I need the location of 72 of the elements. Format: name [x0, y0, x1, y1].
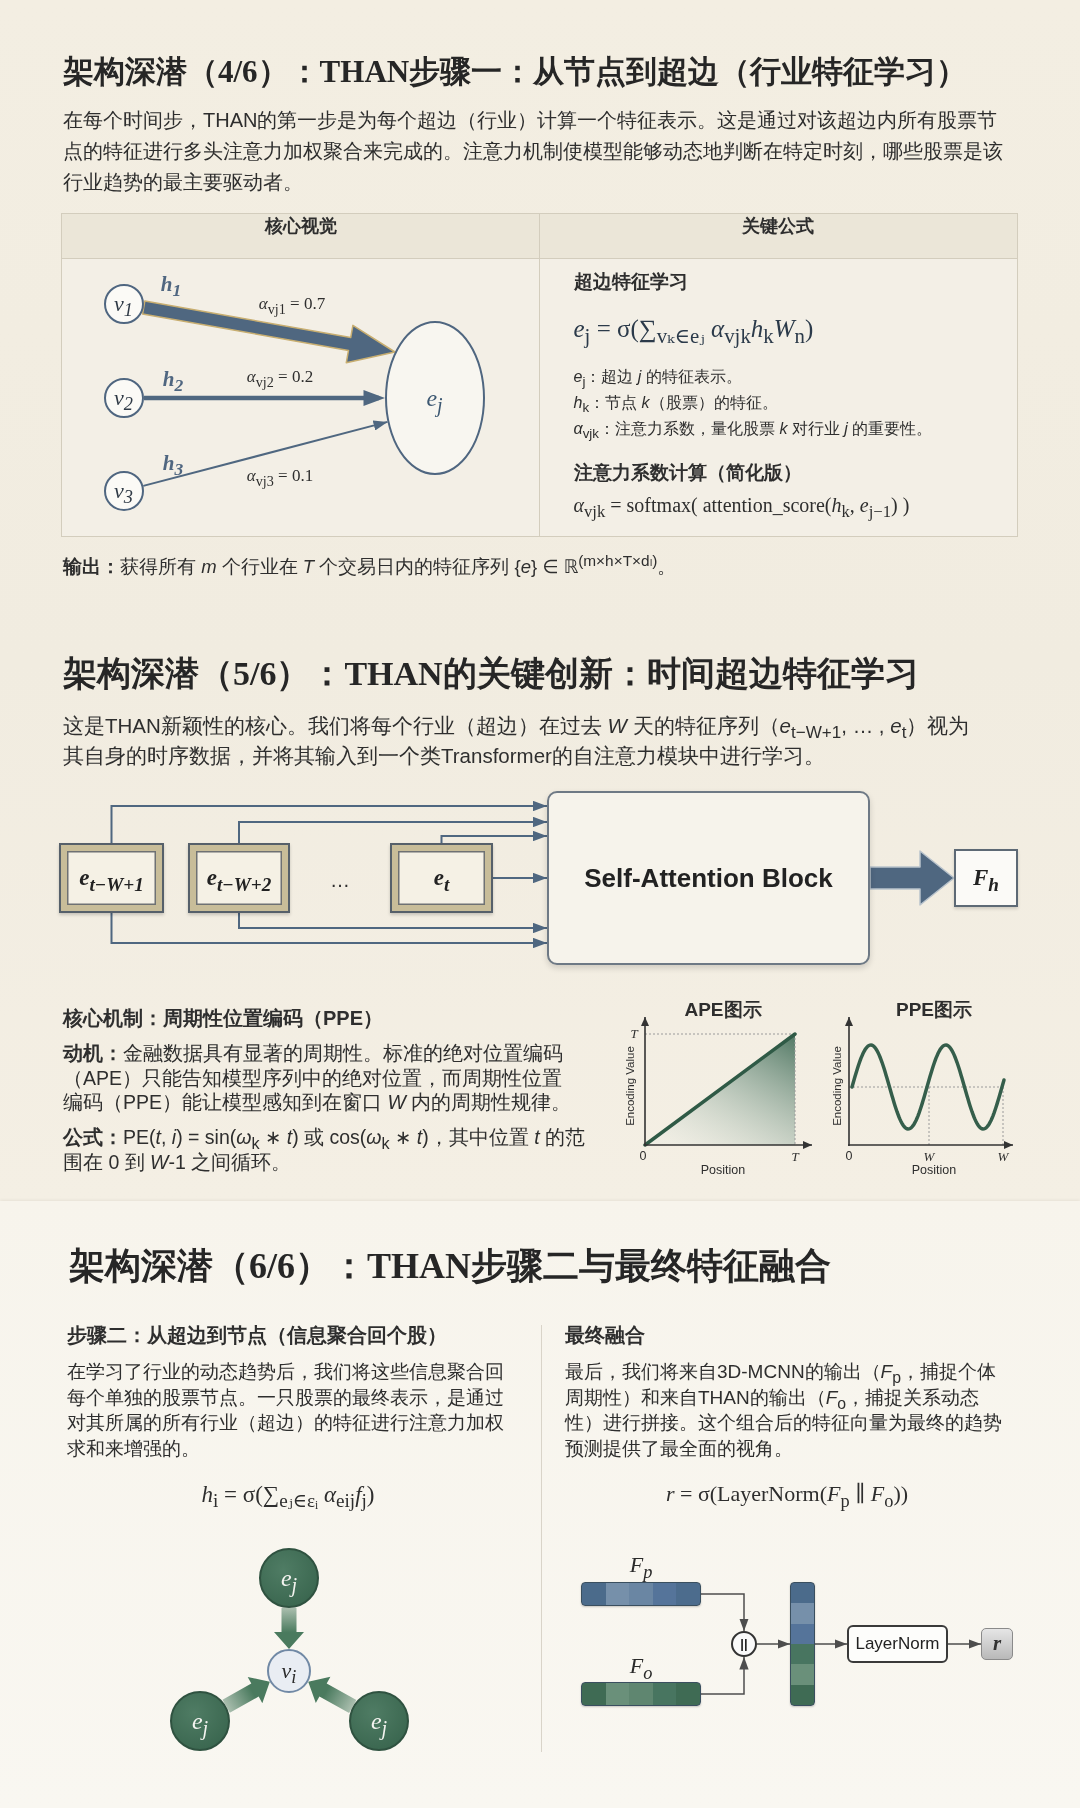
hyperedge-ellipse: e$_{j}$	[384, 320, 485, 475]
vector-label: h$_{3}$	[162, 449, 184, 477]
table-panel	[538, 213, 1018, 537]
formula: h$_{i}$ = σ(∑$_{eⱼ∈εᵢ}$ α$_{eij}$f$_{j}$)	[201, 1480, 375, 1510]
chart-title: APE图示	[684, 998, 762, 1022]
axis-title: Position	[911, 1163, 957, 1179]
sequence-box: e$_{t−W+2}$	[188, 843, 290, 913]
definition: e$_{j}$：超边 j 的特征表示。	[573, 366, 742, 387]
table-panel	[61, 213, 540, 537]
vector-bar	[790, 1582, 815, 1706]
paragraph: 这是THAN新颖性的核心。我们将每个行业（超边）在过去 W 天的特征序列（e$_{t−W+1}$, … , e$_{t}$）视为其自身的时序数据，并将其输入到一个类Transformer的自注意力模块中进行学习。	[63, 713, 971, 769]
ellipsis: …	[330, 867, 350, 893]
vector-bar	[581, 1582, 701, 1606]
layer-norm-box: LayerNorm	[847, 1625, 948, 1663]
subheading: 注意力系数计算（简化版）	[573, 460, 802, 485]
paragraph: 公式：PE(t, i) = sin(ω$_{k}$ ∗ t) 或 cos(ω$_{k}$ ∗ t)，其中位置 t 的范围在 0 到 W-1 之间循环。	[63, 1125, 587, 1174]
arrow	[238, 816, 548, 844]
arrow	[492, 872, 548, 884]
arrow	[141, 300, 396, 364]
arrow	[308, 1676, 357, 1713]
arrow	[222, 1677, 270, 1713]
section-title: 架构深潜（5/6）：THAN的关键创新：时间超边特征学习	[63, 653, 919, 694]
attention-block: Self-Attention Block	[547, 791, 870, 965]
subheading: 步骤二：从超边到节点（信息聚合回个股）	[67, 1322, 447, 1348]
tick-label: T	[630, 1025, 638, 1043]
axis-title: Encoding Value	[622, 1046, 637, 1126]
axis-title: Encoding Value	[829, 1046, 844, 1126]
paragraph: 在学习了行业的动态趋势后，我们将这些信息聚合回每个单独的股票节点。一只股票的最终表示，是通过对其所属的所有行业（超边）的特征进行注意力加权求和来增强的。	[67, 1360, 505, 1461]
arrow	[869, 850, 955, 906]
arrow	[238, 912, 548, 934]
column-header: 核心视觉	[62, 214, 539, 259]
vector-label: h$_{2}$	[162, 365, 184, 393]
output-box: r	[981, 1628, 1013, 1660]
section-title: 架构深潜（4/6）：THAN步骤一：从节点到超边（行业特征学习）	[63, 52, 968, 91]
output-note: 输出：获得所有 m 个行业在 T 个交易日内的特征序列 {e} ∈ ℝ$^{(m×h×T×dₗ)}$。	[63, 555, 677, 579]
vector-bar	[581, 1682, 701, 1706]
subheading: 最终融合	[565, 1322, 645, 1348]
arrow	[440, 830, 548, 844]
axis-title: Position	[700, 1163, 746, 1179]
tick-label: 0	[639, 1149, 647, 1165]
arrow	[947, 1639, 982, 1649]
definition: h$_{k}$：节点 k（股票）的特征。	[573, 392, 778, 413]
sequence-box: e$_{t}$	[390, 843, 493, 913]
arrow	[756, 1639, 791, 1649]
subheading: 超边特征学习	[573, 269, 688, 294]
paragraph: 在每个时间步，THAN的第一步是为每个超边（行业）计算一个特征表示。这是通过对该超边内所有股票节点的特征进行多头注意力加权聚合来完成的。注意力机制使模型能够动态地判断在特定时刻，哪些股票是该行业趋势的最主要驱动者。	[63, 108, 1004, 195]
tick-label: 0	[845, 1149, 853, 1165]
subheading: 核心机制：周期性位置编码（PPE）	[63, 1005, 384, 1031]
arrow	[700, 1593, 749, 1632]
arrow	[814, 1639, 848, 1649]
definition: α$_{vjk}$：注意力系数，量化股票 k 对行业 j 的重要性。	[573, 418, 933, 439]
node-circle: v$_{3}$	[103, 470, 144, 511]
arrow	[110, 800, 548, 844]
chart-title: PPE图示	[896, 998, 972, 1022]
sequence-box: e$_{t−W+1}$	[59, 843, 164, 913]
arrow	[142, 420, 389, 487]
paragraph: 最后，我们将来自3D-MCNN的输出（F$_{p}$，捕捉个体周期性）和来自THAN的输出（F$_{o}$，捕捉关系动态性）进行拼接。这个组合后的特征向量为最终的趋势预测提供了最全面的视角。	[565, 1360, 1003, 1461]
output-box: F$_{h}$	[954, 849, 1018, 907]
arrow	[110, 912, 548, 949]
vector-label: F$_{o}$	[629, 1652, 653, 1680]
tick-label: W	[997, 1148, 1009, 1166]
arrow	[274, 1608, 304, 1649]
node-circle: v$_{1}$	[103, 283, 144, 324]
column-header: 关键公式	[539, 214, 1017, 259]
arrow	[700, 1656, 749, 1695]
arrow	[144, 390, 385, 406]
tick-label: T	[791, 1148, 799, 1166]
node-circle: v$_{2}$	[103, 377, 144, 418]
vector-label: h$_{1}$	[160, 270, 182, 298]
section-title: 架构深潜（6/6）：THAN步骤二与最终特征融合	[69, 1244, 831, 1288]
tick-label: W	[923, 1148, 935, 1165]
paragraph: 动机：金融数据具有显著的周期性。标准的绝对位置编码（APE）只能告知模型序列中的绝对位置，而周期性位置编码（PPE）能让模型感知到在窗口 W 内的周期性规律。	[63, 1041, 573, 1115]
